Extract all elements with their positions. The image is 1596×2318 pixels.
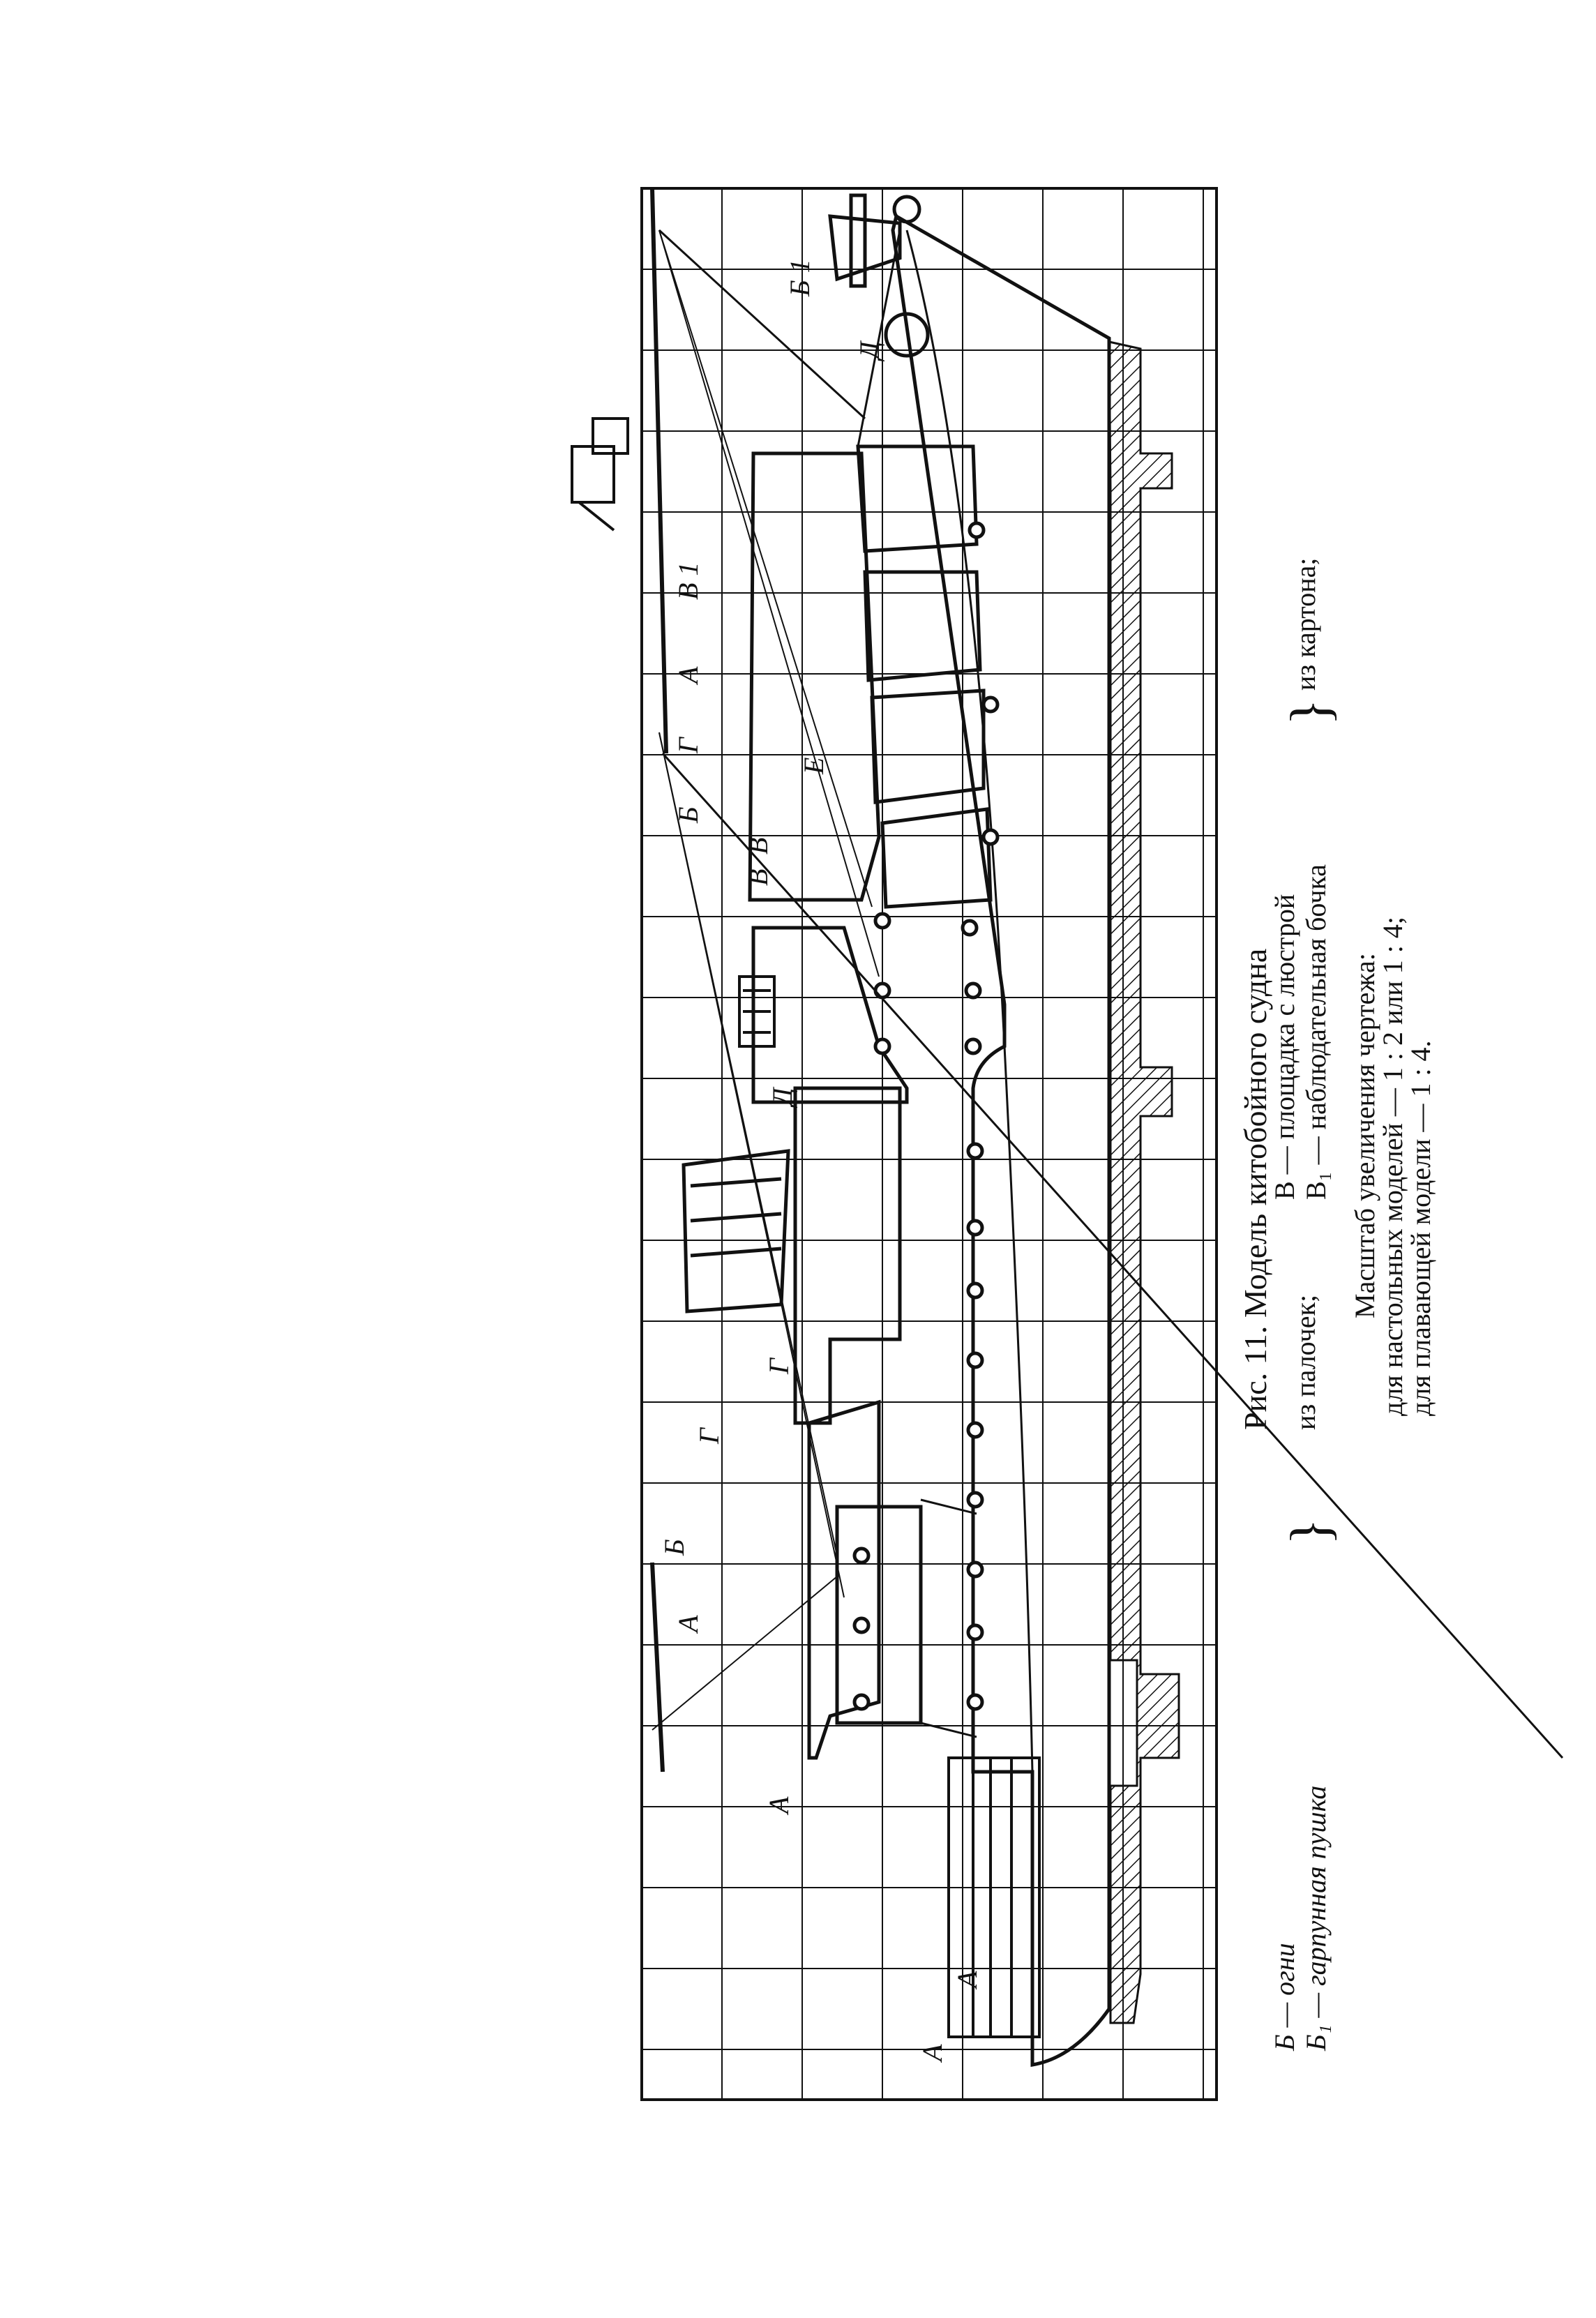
porthole [852, 1616, 871, 1634]
porthole [966, 1219, 984, 1237]
scale-line1: для настольных моделей — 1 : 2 или 1 : 4… [1377, 917, 1408, 1416]
anchor-winch [884, 312, 930, 358]
label-G-bow: Г [672, 736, 704, 754]
figure-captions: Рис. 11. Модель китобойного судна Б — ог… [1237, 558, 1436, 2052]
porthole [966, 1351, 984, 1369]
porthole [966, 1560, 984, 1579]
bow-pulley [892, 195, 921, 224]
label-V1-bow: В 1 [672, 562, 704, 600]
porthole [966, 1623, 984, 1641]
forward-hatch-3 [870, 688, 986, 804]
stern-cradle [947, 1756, 1041, 2038]
porthole [966, 1491, 984, 1509]
porthole [961, 919, 979, 937]
label-D-bow: Д [767, 1086, 798, 1108]
porthole [981, 828, 1000, 846]
label-B1-bow: Б 1 [784, 259, 815, 297]
scale-title: Масштаб увеличения чертежа: [1349, 953, 1380, 1318]
drawing-reference-labels: А Б В В 1 Г Д Б 1 Д Е Г В А А А Б Г А [658, 259, 983, 2063]
aft-stay [652, 1576, 838, 1731]
porthole [966, 1421, 984, 1439]
label-A-stern: А [917, 2044, 948, 2063]
label-A-bow: А [672, 666, 704, 686]
hull-keel [1108, 340, 1180, 2024]
derrick-boom [857, 229, 901, 447]
stern-rail [920, 1498, 977, 1738]
funnel [682, 1149, 790, 1314]
label-G-mid: Г [763, 1357, 795, 1375]
porthole [966, 1281, 984, 1300]
engine-casing [793, 1086, 902, 1425]
porthole [966, 1142, 984, 1160]
label-V-bow: В [742, 838, 774, 855]
main-shroud-2 [658, 732, 845, 1598]
legend-right-material: из картона; [1290, 558, 1321, 691]
portholes [852, 521, 1000, 1711]
hull-outline [891, 213, 1111, 2067]
forestay [658, 229, 866, 420]
legend-left-line2: Б₁ — гарпунная пушка [1300, 1786, 1332, 2052]
lookout-platform [592, 417, 629, 455]
harpoon-gun-platform [828, 193, 902, 288]
mainstay [661, 752, 1564, 1759]
aft-deckhouse [807, 1399, 881, 1760]
mainmast [650, 1562, 665, 1773]
crows-nest [571, 445, 615, 532]
bow-superstructure [748, 193, 993, 909]
porthole [981, 695, 1000, 714]
legend-left-brace: } [1280, 1519, 1341, 1545]
porthole [873, 912, 891, 930]
label-A-mainmast: А [672, 1615, 704, 1634]
porthole [968, 521, 986, 539]
label-E: Е [798, 758, 829, 775]
label-D-forecastle: Д [854, 340, 885, 362]
forward-hatch-1 [856, 444, 979, 553]
hull-sheer-line [905, 229, 1034, 1773]
porthole [964, 1037, 982, 1055]
fore-shroud-2 [658, 229, 880, 977]
label-B-main: Б [658, 1539, 690, 1556]
label-A-aft: А [951, 1971, 983, 1990]
bow-deckhouse [748, 451, 881, 902]
bridge-windows [738, 975, 776, 1048]
porthole [966, 1693, 984, 1711]
figure-caption: Рис. 11. Модель китобойного судна [1237, 949, 1273, 1430]
label-B-bow: Б [672, 806, 704, 824]
forward-hatch-4 [880, 807, 993, 909]
keel-band [1108, 340, 1180, 2024]
ship-hull [891, 213, 1111, 2067]
label-A-main-2: А [763, 1796, 795, 1816]
porthole [852, 1546, 871, 1565]
grid-frame [640, 187, 1218, 2101]
fore-shroud [658, 229, 873, 908]
porthole [852, 1693, 871, 1711]
legend-left-line1: Б — огни [1269, 1943, 1300, 2052]
porthole [873, 1037, 891, 1055]
porthole [873, 981, 891, 1000]
label-V-aft: В [742, 869, 774, 886]
foremast [650, 188, 668, 754]
label-G-main: Г [693, 1427, 725, 1445]
legend-right-line1: В — площадка с люстрой [1269, 894, 1300, 1200]
porthole [964, 981, 982, 1000]
scale-line2: для плавающей модели — 1 : 4. [1405, 1040, 1436, 1416]
bridge-house [751, 926, 909, 1104]
legend-left-material: из палочек; [1290, 1295, 1321, 1430]
legend-right-brace: } [1280, 699, 1341, 725]
masts-and-rigging [571, 188, 1564, 1773]
legend-right-line2: В₁ — наблюдательная бочка [1300, 864, 1332, 1200]
forward-hatch-2 [863, 570, 982, 682]
